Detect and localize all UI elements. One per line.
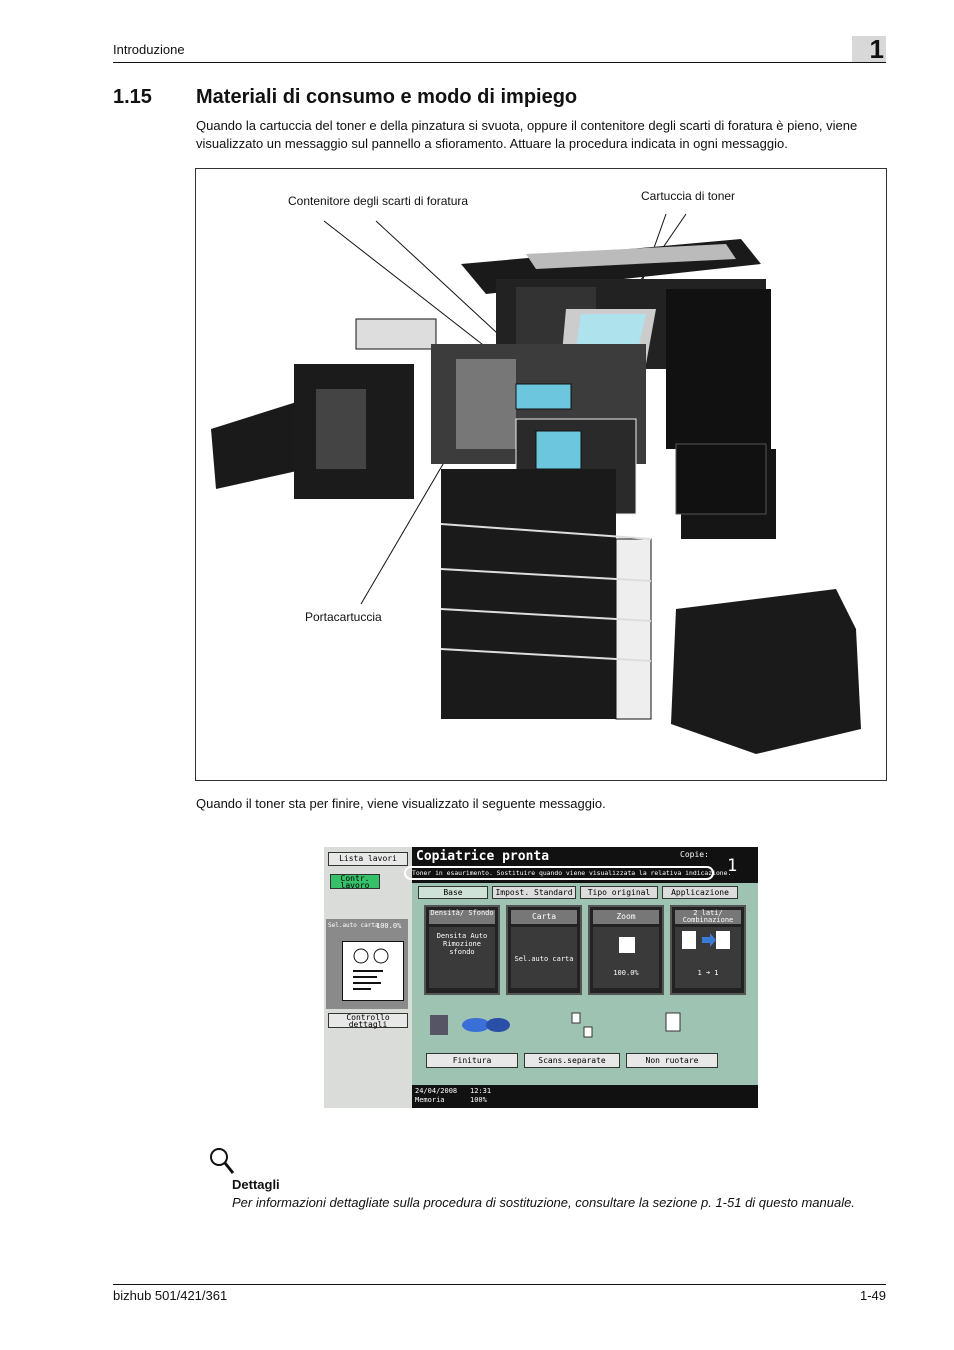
panel-time: 12:31 xyxy=(470,1087,492,1095)
note-title: Dettagli xyxy=(232,1177,280,1192)
intro-paragraph: Quando la cartuccia del toner e della pi… xyxy=(196,118,858,151)
copies-value: 1 xyxy=(727,856,738,876)
duplex-tile-head: 2 lati/ Combinazione xyxy=(675,910,741,924)
toner-warning-message: Toner in esaurimento. Sostituire quando … xyxy=(412,869,732,877)
density-tile[interactable]: Densità/ Sfondo Densita Auto Rimozione s… xyxy=(424,905,500,995)
panel-main-area: Base Impost. Standard Tipo original Appl… xyxy=(412,883,758,1085)
chapter-number: 1 xyxy=(869,34,884,64)
toner-message-paragraph: Quando il toner sta per finire, viene vi… xyxy=(196,796,606,811)
tab-base[interactable]: Base xyxy=(418,886,488,899)
function-icons xyxy=(430,1012,681,1038)
section-title: Materiali di consumo e modo di impiego xyxy=(196,86,578,108)
touch-panel-screen: Lista lavori Contr. lavoro Sel.auto cart… xyxy=(324,847,758,1108)
section-number: 1.15 xyxy=(113,86,152,108)
paper-tile[interactable]: Carta Sel.auto carta xyxy=(506,905,582,995)
preview-paper-label: Sel.auto carta xyxy=(328,922,379,929)
memory-label: Memoria xyxy=(415,1096,445,1104)
message-highlight: Toner in esaurimento. Sostituire quando … xyxy=(404,866,731,880)
copier-illustration xyxy=(211,213,861,754)
preview-zoom-label: 100.0% xyxy=(376,922,402,930)
paper-tile-body: Sel.auto carta xyxy=(511,927,577,988)
callout-punch-waste: Contenitore degli scarti di foratura xyxy=(288,194,469,208)
footer-rule xyxy=(113,1284,886,1285)
callout-toner: Cartuccia di toner xyxy=(641,189,736,203)
running-header-section: Introduzione xyxy=(113,42,185,57)
preview-area: Sel.auto carta 100.0% xyxy=(326,919,408,1009)
finishing-button[interactable]: Finitura xyxy=(426,1053,518,1068)
density-tile-body: Densita Auto Rimozione sfondo xyxy=(429,927,495,988)
tab-impost-standard[interactable]: Impost. Standard xyxy=(492,886,576,899)
magnifier-icon xyxy=(210,1148,235,1174)
panel-left-column: Lista lavori Contr. lavoro Sel.auto cart… xyxy=(324,847,412,1108)
header-rule xyxy=(113,62,886,63)
duplex-pages-icon xyxy=(682,931,730,949)
preview-page-icon xyxy=(353,948,389,990)
duplex-tile[interactable]: 2 lati/ Combinazione 1 ➜ 1 xyxy=(670,905,746,995)
panel-status-bar: Copiatrice pronta Copie: 1 Toner in esau… xyxy=(404,847,758,883)
copies-label: Copie: xyxy=(680,850,709,859)
no-rotate-button[interactable]: Non ruotare xyxy=(626,1053,718,1068)
detail-check-button[interactable]: Controllo dettagli xyxy=(328,1013,408,1029)
panel-footer: 24/04/2008 12:31 Memoria 100% xyxy=(412,1085,758,1108)
job-check-button[interactable]: Contr. lavoro xyxy=(330,874,380,890)
paper-tile-head: Carta xyxy=(511,910,577,924)
separate-scan-button[interactable]: Scans.separate xyxy=(524,1053,620,1068)
zoom-square-icon xyxy=(619,937,635,953)
footer-model: bizhub 501/421/361 xyxy=(113,1288,228,1303)
note-body: Per informazioni dettagliate sulla proce… xyxy=(232,1195,855,1210)
copier-figure: Contenitore degli scarti di foratura Car… xyxy=(195,168,887,781)
document-preview xyxy=(342,941,404,1001)
job-list-button[interactable]: Lista lavori xyxy=(328,852,408,866)
footer-page-number: 1-49 xyxy=(859,1288,886,1303)
zoom-tile-head: Zoom xyxy=(593,910,659,924)
memory-value: 100% xyxy=(470,1096,487,1104)
callout-holder: Portacartuccia xyxy=(305,610,382,624)
tab-tipo-original[interactable]: Tipo original xyxy=(580,886,658,899)
zoom-tile[interactable]: Zoom 100.0% xyxy=(588,905,664,995)
panel-date: 24/04/2008 xyxy=(415,1087,458,1095)
status-title: Copiatrice pronta xyxy=(416,849,550,864)
tab-applicazione[interactable]: Applicazione xyxy=(662,886,738,899)
density-tile-head: Densità/ Sfondo xyxy=(429,910,495,924)
chapter-badge: 1 xyxy=(852,34,886,64)
